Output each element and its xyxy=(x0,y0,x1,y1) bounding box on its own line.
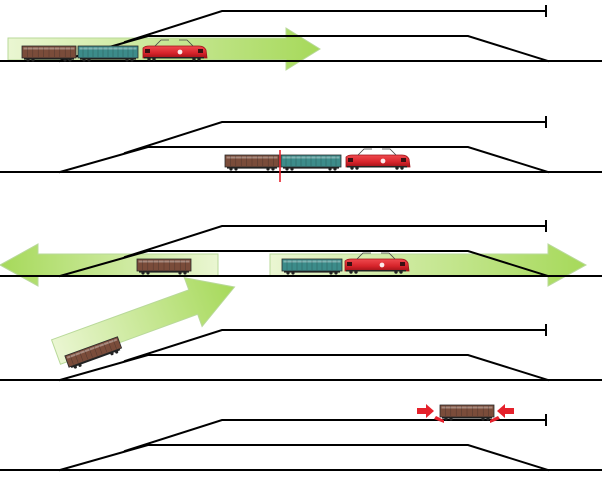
motion-arrows xyxy=(0,27,588,365)
siding-track xyxy=(123,121,547,155)
teal-wagon xyxy=(281,258,343,275)
passing-loop xyxy=(58,250,550,278)
passing-loop xyxy=(58,354,550,382)
train-panel-2 xyxy=(224,148,411,182)
brown-wagon xyxy=(64,336,123,369)
track-layouts xyxy=(0,5,602,472)
brown-wagon xyxy=(224,154,280,171)
brown-wagon xyxy=(21,45,77,62)
brown-wagon xyxy=(136,258,192,275)
locomotive xyxy=(344,252,410,274)
teal-wagon xyxy=(280,154,342,171)
siding-track xyxy=(123,10,547,44)
passing-loop xyxy=(58,444,550,472)
train-panel-1 xyxy=(21,39,208,62)
track-layout-2 xyxy=(0,116,602,174)
track-layout-3 xyxy=(0,220,602,278)
siding-track xyxy=(123,419,547,453)
brake-shoe-left xyxy=(434,416,444,423)
passing-loop xyxy=(58,146,550,174)
locomotive xyxy=(345,148,411,170)
siding-track xyxy=(123,225,547,259)
locomotive xyxy=(142,39,208,61)
push-arrow-icon xyxy=(497,404,514,418)
train-panel-5 xyxy=(417,404,514,423)
train-panel-4 xyxy=(64,336,123,369)
train-panel-3 xyxy=(136,252,410,275)
trains xyxy=(21,39,514,423)
brown-wagon xyxy=(439,404,495,421)
teal-wagon xyxy=(77,45,139,62)
push-arrow-icon xyxy=(417,404,434,418)
track-layout-5 xyxy=(0,414,602,472)
track-layout-4 xyxy=(0,324,602,382)
brake-shoe-right xyxy=(490,416,500,423)
siding-track xyxy=(123,329,547,363)
